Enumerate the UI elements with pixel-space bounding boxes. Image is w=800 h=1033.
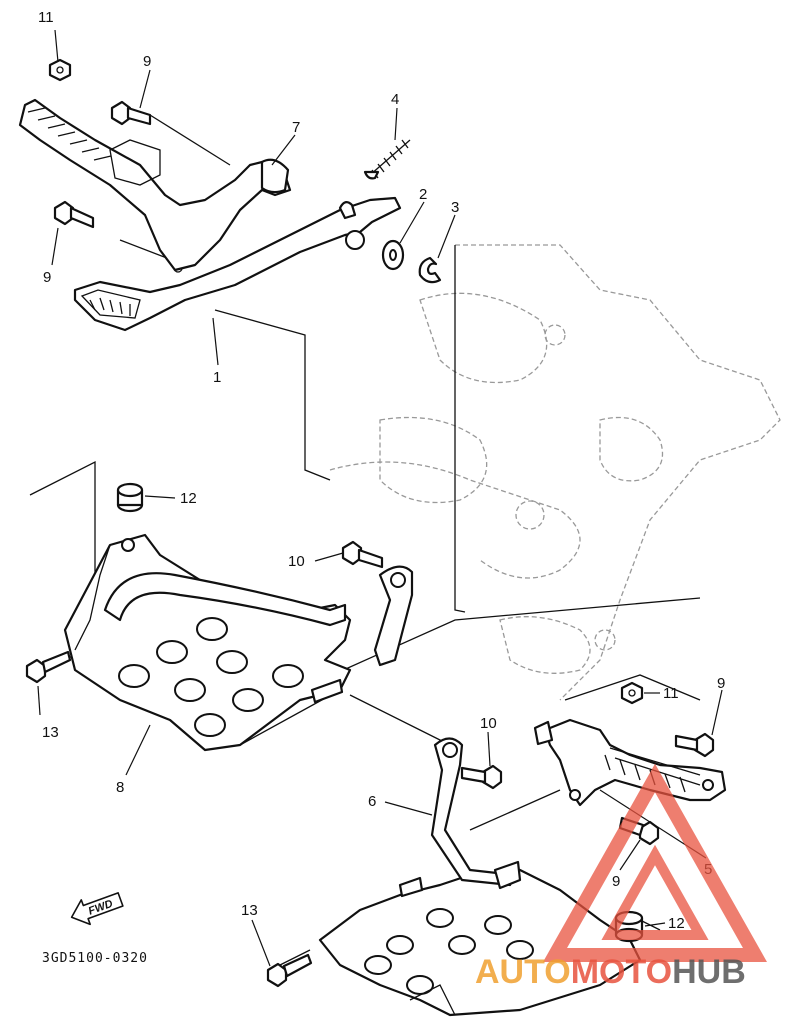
callout-8: 8 xyxy=(116,779,124,796)
bolt-13-lower xyxy=(266,953,313,988)
callout-9-top-b: 9 xyxy=(43,269,51,286)
footrest-bracket xyxy=(18,98,292,272)
watermark-part-moto: MOTO xyxy=(571,953,672,991)
bolt-top-b xyxy=(53,200,95,229)
skid-tube-lower xyxy=(430,737,522,890)
callout-7: 7 xyxy=(292,119,300,136)
circlip xyxy=(418,256,442,284)
fwd-arrow: FWD xyxy=(70,892,124,926)
washer xyxy=(381,239,405,271)
bolt-13-upper xyxy=(25,650,72,684)
callout-11-top: 11 xyxy=(38,9,54,26)
callout-2: 2 xyxy=(419,186,427,203)
callout-10-lower: 10 xyxy=(480,715,497,732)
callout-6: 6 xyxy=(368,793,376,810)
callout-11-right: 11 xyxy=(663,685,679,702)
watermark-part-auto: AUTO xyxy=(475,953,571,991)
footrest-right xyxy=(533,718,727,807)
bolt-top-a xyxy=(110,100,152,126)
watermark-logo: AUTOMOTOHUB xyxy=(475,763,767,991)
callout-3: 3 xyxy=(451,199,459,216)
callout-4: 4 xyxy=(391,91,399,108)
skid-plate-lower xyxy=(318,868,642,1017)
nut-top xyxy=(48,58,72,82)
watermark-triangle-icon xyxy=(543,763,767,962)
return-spring xyxy=(363,139,411,180)
callout-1: 1 xyxy=(213,369,221,386)
callout-13-upper: 13 xyxy=(42,724,59,741)
brake-pedal xyxy=(73,196,402,332)
bolt-10-upper xyxy=(341,540,384,569)
skid-plate-upper xyxy=(63,533,352,752)
bolt-right-a xyxy=(674,732,715,758)
callout-9-right-a: 9 xyxy=(717,675,725,692)
watermark-text: AUTOMOTOHUB xyxy=(475,953,746,991)
callout-12-lower: 12 xyxy=(668,915,685,932)
callout-10-upper: 10 xyxy=(288,553,305,570)
grommet-upper xyxy=(116,482,144,513)
callout-labels: 11 9 7 4 2 3 9 1 12 10 13 8 10 11 9 6 9 … xyxy=(38,9,725,932)
frame-outline xyxy=(329,244,781,701)
drawing-code: 3GD5100-0320 xyxy=(42,951,148,966)
nut-right xyxy=(620,681,644,705)
callout-9-top-a: 9 xyxy=(143,53,151,70)
callout-9-right-b: 9 xyxy=(612,873,620,890)
skid-tube-upper xyxy=(103,565,414,704)
callout-12-upper: 12 xyxy=(180,490,197,507)
bolt-10-lower xyxy=(460,764,503,790)
leader-lines xyxy=(37,29,723,967)
watermark-part-hub: HUB xyxy=(672,953,746,991)
callout-13-lower: 13 xyxy=(241,902,258,919)
